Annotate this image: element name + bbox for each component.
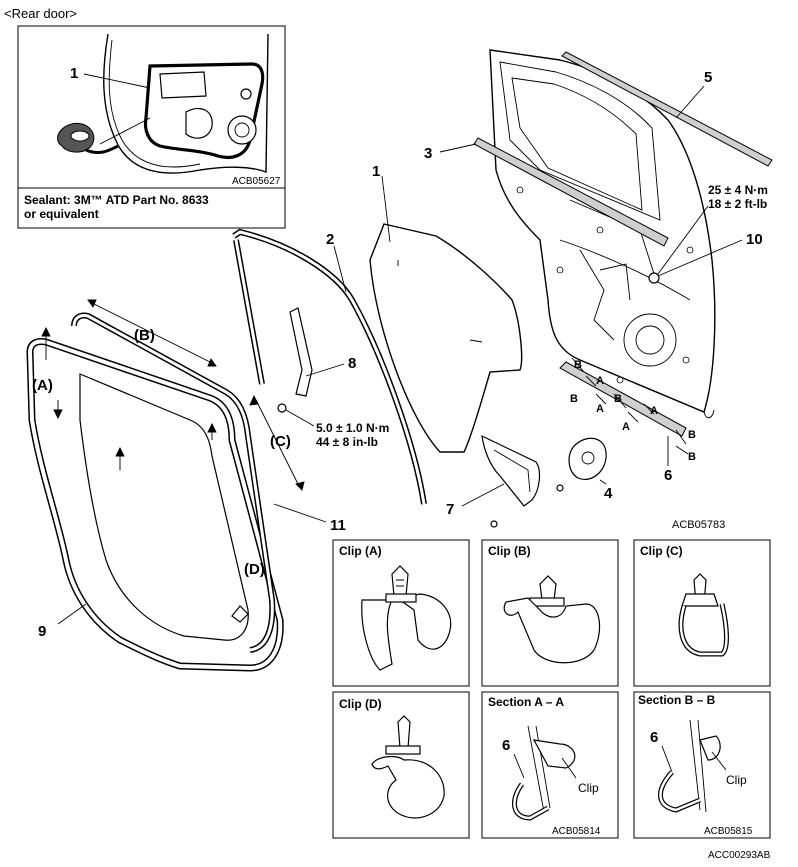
inset-callout-1: 1	[70, 65, 78, 82]
svg-text:Clip (A): Clip (A)	[339, 544, 382, 558]
door-holes	[516, 186, 694, 384]
label-B: (B)	[134, 327, 155, 344]
mark-A4: A	[650, 405, 658, 417]
label-D: (D)	[244, 561, 265, 578]
callout-9: 9	[38, 623, 46, 640]
callout-4: 4	[604, 485, 613, 502]
weatherstrip-5	[561, 51, 773, 167]
mark-B1: B	[574, 359, 582, 371]
weatherstrip-11	[71, 312, 276, 653]
callout-7: 7	[446, 501, 454, 518]
mark-A2: A	[596, 403, 604, 415]
detail-section-BB: Section B – B 6 Clip ACB05815	[633, 691, 771, 839]
svg-text:Clip (B): Clip (B)	[488, 544, 531, 558]
section-cut-marks	[571, 357, 689, 455]
label-C: (C)	[270, 433, 291, 450]
sealant-note-line2: or equivalent	[24, 207, 99, 221]
mark-B3: B	[614, 393, 622, 405]
torque-8-line1: 5.0 ± 1.0 N·m	[316, 421, 389, 435]
svg-text:Clip: Clip	[726, 773, 747, 787]
svg-text:Section B – B: Section B – B	[638, 693, 716, 707]
bolt-10-icon	[648, 272, 660, 284]
screw-8-icon	[277, 403, 287, 413]
svg-text:Clip (D): Clip (D)	[339, 697, 382, 711]
callout-2: 2	[326, 231, 334, 248]
detail-clip-A: Clip (A)	[332, 539, 470, 687]
callout-3: 3	[424, 145, 432, 162]
svg-text:Clip: Clip	[578, 781, 599, 795]
diagram-title: <Rear door>	[4, 6, 77, 21]
torque-10-line1: 25 ± 4 N·m	[708, 183, 768, 197]
svg-text:ACB05815: ACB05815	[704, 826, 753, 837]
svg-text:ACB05814: ACB05814	[552, 826, 601, 837]
door-glass	[369, 223, 523, 453]
callout-6: 6	[664, 467, 672, 484]
svg-text:6: 6	[650, 729, 658, 746]
torque-8-line2: 44 ± 8 in-lb	[316, 435, 378, 449]
callout-8: 8	[348, 355, 356, 372]
mark-A1: A	[596, 375, 604, 387]
weatherstrip-9	[26, 338, 284, 672]
detail-section-AA: Section A – A 6 Clip ACB05814	[481, 691, 619, 839]
door-panel	[489, 49, 716, 419]
mark-B5: B	[688, 451, 696, 463]
channel-3	[473, 137, 669, 247]
callout-1: 1	[372, 163, 380, 180]
sealant-inset: 1 ACB05627 Sealant: 3M™ ATD Part No. 863…	[17, 25, 286, 229]
callout-11: 11	[330, 517, 346, 534]
sealant-roll-icon	[57, 122, 119, 154]
label-A: (A)	[32, 377, 53, 394]
mark-B2: B	[570, 393, 578, 405]
motor-4	[568, 437, 607, 480]
screw-4-icon	[556, 484, 564, 492]
screw-7-icon	[490, 520, 498, 528]
svg-text:Section A – A: Section A – A	[488, 695, 564, 709]
main-code: ACB05783	[672, 519, 725, 531]
belt-molding-6	[559, 361, 687, 437]
inset-code: ACB05627	[232, 176, 281, 187]
mark-B4: B	[688, 429, 696, 441]
detail-clip-B: Clip (B)	[481, 539, 619, 687]
clip-mark-icon	[231, 605, 249, 623]
svg-text:6: 6	[502, 737, 510, 754]
footer-code: ACC00293AB	[708, 850, 771, 861]
dimension-arrows	[41, 299, 305, 491]
torque-10-line2: 18 ± 2 ft-lb	[708, 197, 767, 211]
sealant-note-line1: Sealant: 3M™ ATD Part No. 8633	[24, 193, 209, 207]
detail-clip-D: Clip (D)	[332, 691, 470, 839]
callout-10: 10	[746, 231, 763, 248]
regulator-7	[481, 434, 541, 507]
mark-A3: A	[622, 421, 630, 433]
detail-clip-C: Clip (C)	[633, 539, 771, 687]
channel-8	[289, 307, 313, 397]
svg-text:Clip (C): Clip (C)	[640, 544, 683, 558]
callout-5: 5	[704, 69, 712, 86]
